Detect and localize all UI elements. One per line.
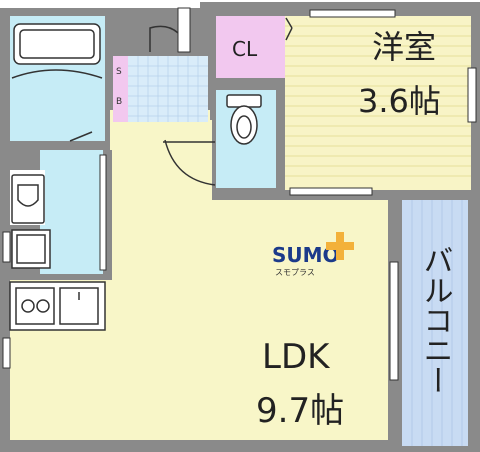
shoe-box xyxy=(113,56,128,122)
kitchen-counter xyxy=(9,281,106,331)
western-room-floor xyxy=(285,16,471,190)
wash-basin-icon xyxy=(11,174,45,224)
bath-door xyxy=(69,131,93,142)
closet-label: CL xyxy=(232,37,258,61)
sumo-logo-sub: スモプラス xyxy=(275,268,315,277)
ldk-floor xyxy=(10,110,388,440)
bath-curve xyxy=(11,69,103,79)
stove-icon xyxy=(15,287,55,325)
balcony-floor xyxy=(402,200,468,446)
ldk-floor-upper xyxy=(112,120,212,200)
wash-basin-area xyxy=(10,170,45,225)
ldk-door-arc xyxy=(164,139,216,186)
closet-door-2 xyxy=(285,27,293,41)
shoe-box-label-b: B xyxy=(116,97,122,107)
entrance-tile-grid xyxy=(128,56,208,122)
western-room-size: 3.6帖 xyxy=(358,82,441,120)
window-right xyxy=(467,67,477,123)
window-left-upper xyxy=(2,231,11,263)
western-room-name: 洋室 xyxy=(372,28,436,66)
sumo-logo: SUMO スモプラス xyxy=(272,232,354,277)
closet-door xyxy=(285,17,293,29)
washroom-wall-strip xyxy=(99,154,107,271)
ldk-size: 9.7帖 xyxy=(256,391,344,431)
western-room-stripes xyxy=(285,25,471,177)
window-western-bottom xyxy=(289,187,373,196)
toilet-icon xyxy=(226,94,262,145)
shoe-box-label-s: S xyxy=(116,67,122,77)
sumo-plus-icon xyxy=(326,232,354,260)
entrance-door-panel xyxy=(177,7,191,53)
window-top xyxy=(309,9,396,18)
window-balcony xyxy=(389,261,399,381)
washing-machine-icon xyxy=(11,229,51,269)
closet-floor xyxy=(216,16,285,78)
sink-icon xyxy=(59,287,99,325)
ldk-name: LDK xyxy=(262,337,331,377)
balcony-label: バルコニー xyxy=(418,245,453,395)
window-left xyxy=(2,337,11,369)
bathtub-icon xyxy=(13,23,101,65)
balcony-grid xyxy=(411,200,463,446)
